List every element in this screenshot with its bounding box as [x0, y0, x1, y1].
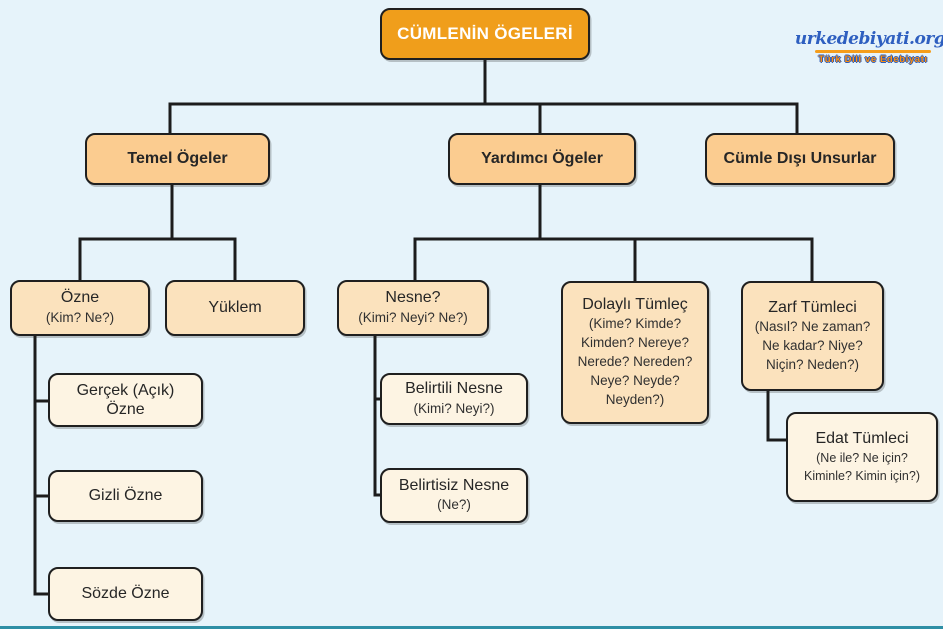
node-title: Yardımcı Ögeler — [481, 150, 603, 167]
node-title: Zarf Tümleci — [768, 298, 857, 316]
node-title: Dolaylı Tümleç — [582, 296, 688, 314]
node-zarf-tumleci: Zarf Tümleci (Nasıl? Ne zaman? Ne kadar?… — [741, 281, 884, 391]
node-title: Sözde Özne — [81, 585, 170, 603]
node-title: Gizli Özne — [88, 487, 163, 505]
node-title: Belirtisiz Nesne — [398, 476, 510, 494]
node-temel-ogeler: Temel Ögeler — [85, 133, 270, 185]
pencil-divider — [815, 50, 931, 53]
node-questions: (Nasıl? Ne zaman? Ne kadar? Niye? Niçin?… — [754, 318, 871, 372]
node-yuklem: Yüklem — [165, 280, 305, 336]
node-edat-tumleci: Edat Tümleci (Ne ile? Ne için? Kiminle? … — [786, 412, 938, 502]
node-title: Gerçek (Açık) Özne — [76, 381, 175, 418]
node-questions: (Kim? Ne?) — [45, 309, 115, 325]
node-belirtisiz-nesne: Belirtisiz Nesne (Ne?) — [380, 468, 528, 523]
node-questions: (Ne ile? Ne için? Kiminle? Kimin için?) — [803, 450, 920, 484]
node-questions: (Ne?) — [437, 497, 471, 513]
node-belirtili-nesne: Belirtili Nesne (Kimi? Neyi?) — [380, 373, 528, 425]
node-sozde-ozne: Sözde Özne — [48, 567, 203, 621]
node-questions: (Kime? Kimde? Kimden? Nereye? Nerede? Ne… — [577, 316, 693, 407]
node-nesne: Nesne? (Kimi? Neyi? Ne?) — [337, 280, 489, 336]
node-ozne: Özne (Kim? Ne?) — [10, 280, 150, 336]
node-title: Nesne? — [385, 289, 441, 307]
node-title: Cümle Dışı Unsurlar — [723, 150, 877, 167]
node-title: Temel Ögeler — [127, 150, 228, 167]
brand-text: urkedebiyati.org — [794, 29, 943, 49]
node-questions: (Kimi? Neyi?) — [413, 400, 495, 416]
logo-tagline: Türk Dili ve Edebiyatı — [818, 54, 928, 65]
site-logo: urkedebiyati.org Türk Dili ve Edebiyatı — [795, 6, 943, 66]
node-title: Edat Tümleci — [815, 429, 909, 447]
node-title: Yüklem — [208, 299, 262, 317]
node-title: CÜMLENİN ÖGELERİ — [397, 24, 573, 43]
bottom-border-strip — [0, 626, 943, 629]
node-cumlenin-ogeleri: CÜMLENİN ÖGELERİ — [380, 8, 590, 60]
node-cumle-disi-unsurlar: Cümle Dışı Unsurlar — [705, 133, 895, 185]
node-gercek-acik-ozne: Gerçek (Açık) Özne — [48, 373, 203, 427]
node-title: Belirtili Nesne — [405, 380, 503, 398]
node-dolayli-tumlec: Dolaylı Tümleç (Kime? Kimde? Kimden? Ner… — [561, 281, 709, 424]
node-yardimci-ogeler: Yardımcı Ögeler — [448, 133, 636, 185]
node-questions: (Kimi? Neyi? Ne?) — [358, 309, 468, 325]
node-gizli-ozne: Gizli Özne — [48, 470, 203, 522]
node-title: Özne — [60, 289, 100, 307]
